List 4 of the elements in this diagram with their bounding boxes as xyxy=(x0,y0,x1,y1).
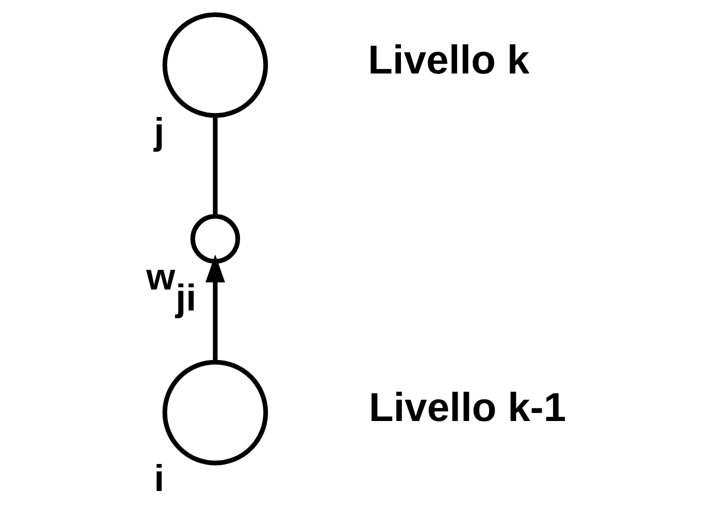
label: Livello k-1 xyxy=(368,384,566,430)
node-label: j xyxy=(153,110,164,152)
node-label: i xyxy=(153,457,164,500)
label: Livello k xyxy=(368,36,529,82)
